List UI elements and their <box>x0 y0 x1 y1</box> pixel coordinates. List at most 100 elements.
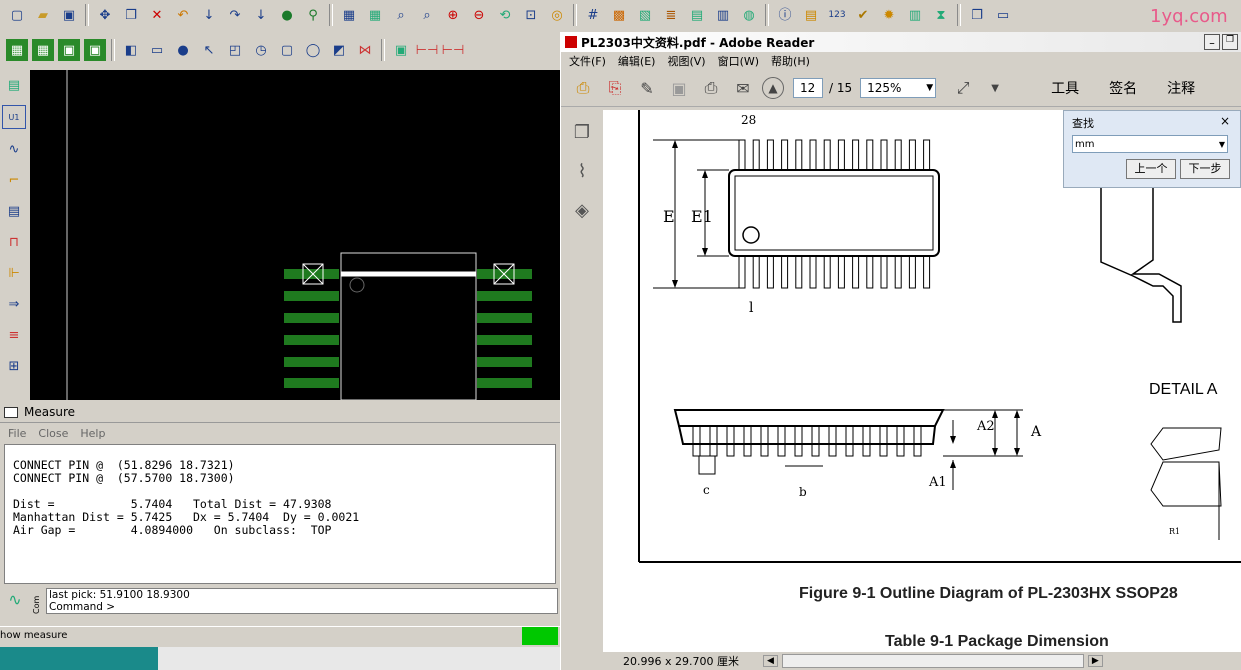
zoom-fit-icon[interactable]: ⌕ <box>397 7 405 23</box>
create-pdf-icon[interactable]: ⎙ <box>576 78 590 97</box>
circle-icon[interactable]: ● <box>177 42 189 58</box>
u1-icon[interactable]: U1 <box>2 105 26 129</box>
allegro-canvas[interactable] <box>30 70 560 400</box>
window-icon[interactable]: ❐ <box>971 7 983 23</box>
close-icon[interactable]: × <box>1220 114 1231 128</box>
redraw-icon[interactable]: ◎ <box>551 7 563 23</box>
pdf-page-view[interactable]: 28 E E1 l A A2 A1 c <box>603 110 1241 652</box>
library-icon[interactable]: ≣ <box>665 7 677 23</box>
shape-icon[interactable]: ▣ <box>84 39 106 61</box>
via-icon[interactable]: ▣ <box>58 39 80 61</box>
menu-edit[interactable]: 编辑(E) <box>617 55 656 68</box>
print-icon[interactable]: ⎙ <box>704 78 718 97</box>
menu-view[interactable]: 视图(V) <box>667 55 706 68</box>
zoom-in-icon[interactable]: ⊕ <box>447 7 459 23</box>
zoom-prev-icon[interactable]: ⟲ <box>499 7 511 23</box>
ratsnest-icon[interactable]: ● <box>281 7 293 23</box>
grid3-icon[interactable]: # <box>587 7 599 23</box>
measure-icon[interactable]: ⊢⊣ <box>415 42 439 58</box>
pages-icon[interactable]: ❐ <box>573 122 591 143</box>
grid-icon[interactable]: ⊞ <box>8 358 20 374</box>
place-icon[interactable]: ◧ <box>124 42 138 58</box>
polygon-icon[interactable]: ◩ <box>332 42 346 58</box>
tools-button[interactable]: 工具 <box>1051 81 1080 97</box>
save-icon[interactable]: ▣ <box>62 7 76 23</box>
scroll-left-icon[interactable]: ◀ <box>762 655 778 667</box>
page-number-input[interactable]: 12 <box>793 78 823 98</box>
place-comp-icon[interactable]: ▤ <box>7 77 21 93</box>
zoom-window-icon[interactable]: ⌕ <box>423 7 431 23</box>
attachment-icon[interactable]: ⌇ <box>577 161 587 182</box>
scroll-right-icon[interactable]: ▶ <box>1087 655 1103 667</box>
arc-icon[interactable]: ◷ <box>255 42 267 58</box>
folder-open-icon[interactable]: ▰ <box>38 7 48 23</box>
find-prev-button[interactable]: 上一个 <box>1126 159 1176 179</box>
layers-icon[interactable]: ◈ <box>575 200 589 221</box>
edit-icon[interactable]: ✎ <box>640 78 654 98</box>
drc-icon[interactable]: ▤ <box>7 203 21 219</box>
select-icon[interactable]: ↖ <box>203 42 215 58</box>
measure2-icon[interactable]: ⊢⊣ <box>441 42 465 58</box>
move-icon[interactable]: ✥ <box>99 7 111 23</box>
redo-icon[interactable]: ↷ <box>229 7 241 23</box>
command-output[interactable]: last pick: 51.9100 18.9300 Command > <box>46 588 558 614</box>
minimize-icon[interactable]: _ <box>1204 34 1220 50</box>
zoom-select[interactable]: 125% ▼ <box>860 78 937 98</box>
info-icon[interactable]: ⓘ <box>778 7 792 23</box>
hourglass-icon[interactable]: ⧗ <box>936 7 946 23</box>
down-arrow-icon[interactable]: ↓ <box>203 7 215 23</box>
grid2-icon[interactable]: ▦ <box>368 7 382 23</box>
rect-icon[interactable]: ▭ <box>150 42 164 58</box>
adobe-titlebar[interactable]: PL2303中文资料.pdf - Adobe Reader _ ❐ <box>561 32 1241 52</box>
fanout-icon[interactable]: ⊩ <box>8 265 20 281</box>
layers-icon[interactable]: ▧ <box>638 7 652 23</box>
comment-button[interactable]: 注释 <box>1167 81 1196 97</box>
copy-icon[interactable]: ❐ <box>125 7 137 23</box>
menu-file[interactable]: 文件(F) <box>569 55 606 68</box>
film-icon[interactable]: ▣ <box>394 42 408 58</box>
slide-icon[interactable]: ⌐ <box>8 172 20 188</box>
find-input[interactable]: mm ▼ <box>1072 135 1228 153</box>
fit-page-icon[interactable]: ⤢ <box>956 78 970 97</box>
menu-window[interactable]: 窗口(W) <box>717 55 760 68</box>
circle2-icon[interactable]: ◯ <box>305 42 321 58</box>
dimension-icon[interactable]: ⋈ <box>358 42 372 58</box>
color-icon[interactable]: ▩ <box>612 7 626 23</box>
save-icon[interactable]: ▣ <box>671 78 687 98</box>
route2-icon[interactable]: ▦ <box>32 39 54 61</box>
shape2-icon[interactable]: ◰ <box>228 42 242 58</box>
globe-icon[interactable]: ◍ <box>743 7 755 23</box>
report-icon[interactable]: ▥ <box>908 7 922 23</box>
find-next-button[interactable]: 下一步 <box>1180 159 1230 179</box>
report-icon[interactable]: ≡ <box>8 327 20 343</box>
prev-page-icon[interactable]: ▲ <box>762 77 784 99</box>
window2-icon[interactable]: ▭ <box>996 7 1010 23</box>
pin-icon[interactable]: ⚲ <box>308 7 318 23</box>
spreadsheet-icon[interactable]: ▤ <box>690 7 704 23</box>
check-icon[interactable]: ✔ <box>857 7 869 23</box>
folder-icon[interactable]: ▢ <box>10 7 24 23</box>
menu-file[interactable]: File <box>8 426 27 440</box>
menu-help[interactable]: 帮助(H) <box>771 55 810 68</box>
email-icon[interactable]: ✉ <box>736 78 750 98</box>
measure-titlebar[interactable]: Measure <box>0 402 560 423</box>
command-nav-icon[interactable]: ∿ <box>2 590 28 614</box>
zoom-out-icon[interactable]: ⊖ <box>473 7 485 23</box>
route-icon[interactable]: ∿ <box>8 141 20 157</box>
down-arrow-icon[interactable]: ↓ <box>255 7 267 23</box>
route-icon[interactable]: ▦ <box>6 39 28 61</box>
convert-pdf-icon[interactable]: ⎘ <box>608 78 622 97</box>
square-icon[interactable]: ▢ <box>280 42 294 58</box>
restore-icon[interactable]: ❐ <box>1222 34 1238 50</box>
horizontal-scrollbar[interactable] <box>781 654 1084 668</box>
zoom-world-icon[interactable]: ⊡ <box>525 7 537 23</box>
more-tools-chevron-icon[interactable]: ▼ <box>991 82 999 94</box>
grid-icon[interactable]: ▦ <box>342 7 356 23</box>
menu-close[interactable]: Close <box>38 426 69 440</box>
world-icon[interactable]: ▥ <box>716 7 730 23</box>
delete-icon[interactable]: ✕ <box>151 7 163 23</box>
wave-icon[interactable]: ⊓ <box>8 234 20 250</box>
property-icon[interactable]: ▤ <box>804 7 818 23</box>
count-icon[interactable]: 123 <box>828 9 846 20</box>
arrow-right-icon[interactable]: ⇒ <box>8 296 20 312</box>
